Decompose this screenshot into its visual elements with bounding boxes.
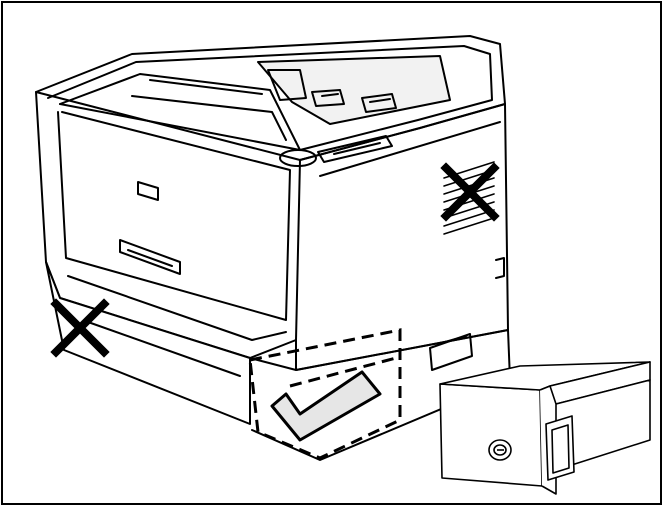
tray-seam <box>67 275 287 341</box>
right-side-edge <box>319 121 501 177</box>
power-button <box>279 149 317 167</box>
front-label-line <box>127 249 173 267</box>
output-tray <box>59 73 301 151</box>
bracket-arm-body <box>555 379 651 471</box>
prohibited-x-icon <box>440 162 500 222</box>
lock-bracket-inset <box>439 361 651 495</box>
control-panel <box>317 135 393 163</box>
control-panel-buttons <box>333 142 381 155</box>
prohibited-x-icon <box>50 298 110 358</box>
cartridge-bay <box>257 55 451 125</box>
printer-right-side <box>295 103 509 371</box>
tray-front-line <box>87 321 241 377</box>
output-tray-edge <box>131 95 287 141</box>
allowed-area-outline <box>248 328 402 460</box>
cartridge-part-2 <box>311 89 345 107</box>
side-latch <box>495 257 505 279</box>
cartridge-part-1 <box>267 69 307 101</box>
tray-handle-grip <box>437 335 467 345</box>
cartridge-gear-line <box>321 93 339 97</box>
front-door-handle <box>137 181 159 201</box>
printer-illustration <box>35 35 511 461</box>
front-door <box>57 111 291 321</box>
bracket-plate <box>439 383 543 487</box>
printer-top-rim <box>47 45 493 151</box>
cartridge-part-3 <box>361 93 397 113</box>
output-tray-line <box>149 79 263 95</box>
front-label-strip <box>119 239 181 275</box>
allowed-check-icon <box>270 370 382 442</box>
bracket-tab-slot <box>551 424 570 474</box>
input-tray-side <box>249 329 511 461</box>
cartridge-gear-line <box>369 98 391 103</box>
